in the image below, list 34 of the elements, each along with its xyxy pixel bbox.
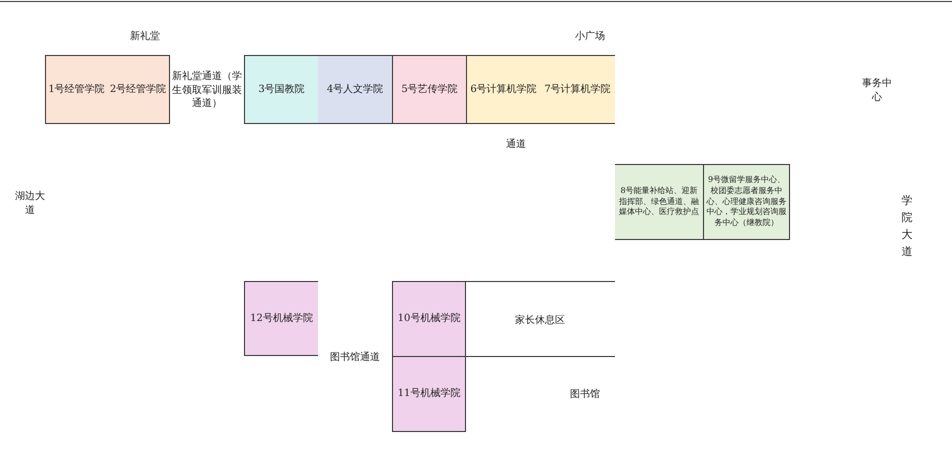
building-block <box>703 164 790 240</box>
building-name: 3号国教院 <box>257 82 306 96</box>
building-block <box>244 55 318 124</box>
building-block <box>244 281 318 356</box>
area-label: 图书馆 <box>569 388 601 402</box>
road-label: 湖边大道 <box>14 190 46 217</box>
building-block <box>466 55 540 124</box>
place-label: 新礼堂 <box>129 30 161 44</box>
building-name: 10号机械学院 <box>396 312 462 326</box>
building-block <box>107 55 170 124</box>
building-name: 6号计算机学院 <box>469 82 538 96</box>
building-name: 1号经管学院 <box>47 82 106 96</box>
building-name: 5号艺传学院 <box>400 82 459 96</box>
building-block <box>318 55 392 124</box>
building-block <box>540 55 615 124</box>
building-name: 12号机械学院 <box>249 312 314 326</box>
building-name: 2号经管学院 <box>108 82 168 96</box>
building-block <box>615 164 703 240</box>
place-label: 事务中心 <box>862 77 892 104</box>
passage-label: 通道 <box>505 138 527 152</box>
building-name: 4号人文学院 <box>326 82 384 96</box>
building-block <box>392 55 466 124</box>
building-name: 8号能量补给站、迎新指挥部、绿色通道、融媒体中心、医疗救护点 <box>618 186 700 218</box>
place-label: 小广场 <box>574 30 606 44</box>
passage-label: 图书馆通道 <box>329 351 381 364</box>
building-name: 7号计算机学院 <box>543 82 612 96</box>
road-label: 学院大道 <box>900 193 914 260</box>
building-block <box>392 281 466 356</box>
building-block <box>392 356 466 432</box>
passage-label: 新礼堂通道（学生领取军训服装通道） <box>172 70 242 110</box>
building-name: 9号微留学服务中心、校团委志愿者服务中心、心理健康咨询服务中心，学业规划咨询服务中心（继教院） <box>706 175 788 229</box>
area-label: 家长休息区 <box>514 314 566 328</box>
building-block <box>45 55 107 124</box>
building-name: 11号机械学院 <box>396 387 462 401</box>
